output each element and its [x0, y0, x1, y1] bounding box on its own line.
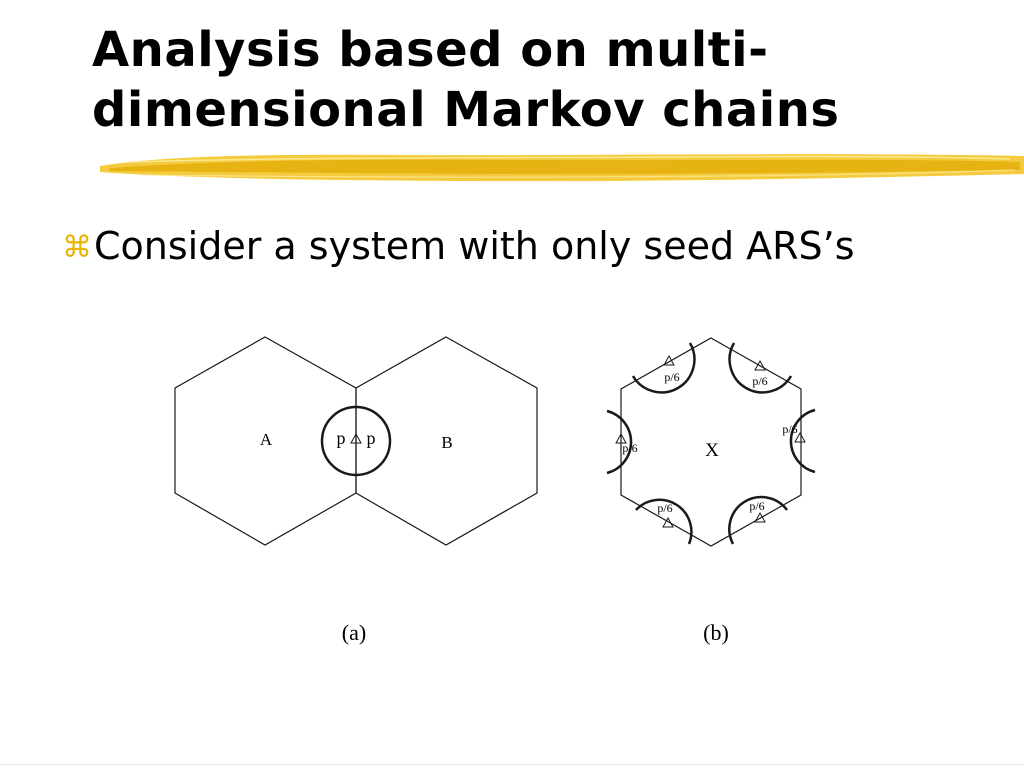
figure-a — [174, 336, 538, 546]
edge-arc-lower-right — [728, 495, 789, 545]
triangle-icon — [662, 516, 674, 528]
edge-arc-upper-right — [728, 342, 793, 394]
overlap-right-label: p — [367, 428, 376, 448]
overlap-left-label: p — [337, 428, 346, 448]
overlap-circle — [320, 405, 392, 477]
edge-label-upper-right: p/6 — [752, 374, 767, 388]
cell-a-label: A — [260, 430, 273, 449]
edge-arc-right — [789, 408, 816, 474]
edge-label-left: p/6 — [622, 441, 637, 455]
title-underline-brushstroke — [100, 154, 1024, 182]
cell-b-label: B — [441, 433, 452, 452]
edge-label-upper-left: p/6 — [664, 370, 679, 384]
edge-arc-upper-left — [631, 342, 696, 394]
triangle-icon — [663, 354, 675, 366]
bullet-item: ⌘Consider a system with only seed ARS’s — [62, 220, 855, 274]
figure-b-caption: (b) — [703, 620, 729, 645]
slide-bottom-rule — [0, 764, 1024, 765]
title-line-2: dimensional Markov chains — [92, 82, 840, 138]
command-key-icon: ⌘ — [62, 230, 92, 265]
triangle-icon — [350, 432, 362, 444]
hexagon-cell-b — [355, 336, 538, 546]
triangle-icon — [615, 432, 627, 444]
slide-title: Analysis based on multi- dimensional Mar… — [92, 20, 992, 140]
edge-label-lower-right: p/6 — [749, 499, 764, 513]
edge-arc-lower-left — [635, 498, 693, 545]
bullet-text: Consider a system with only seed ARS’s — [94, 224, 855, 268]
figure-a-caption: (a) — [342, 620, 366, 645]
figure-b — [606, 337, 816, 547]
triangle-icon — [754, 511, 766, 523]
triangle-icon — [754, 359, 766, 371]
edge-label-right: p/6 — [782, 422, 797, 436]
triangle-icon — [794, 431, 806, 443]
edge-label-lower-left: p/6 — [657, 501, 672, 515]
cell-x-label: X — [705, 440, 719, 461]
title-line-1: Analysis based on multi- — [92, 22, 769, 78]
hexagon-cell-x — [620, 337, 802, 547]
edge-arc-left — [606, 409, 633, 475]
